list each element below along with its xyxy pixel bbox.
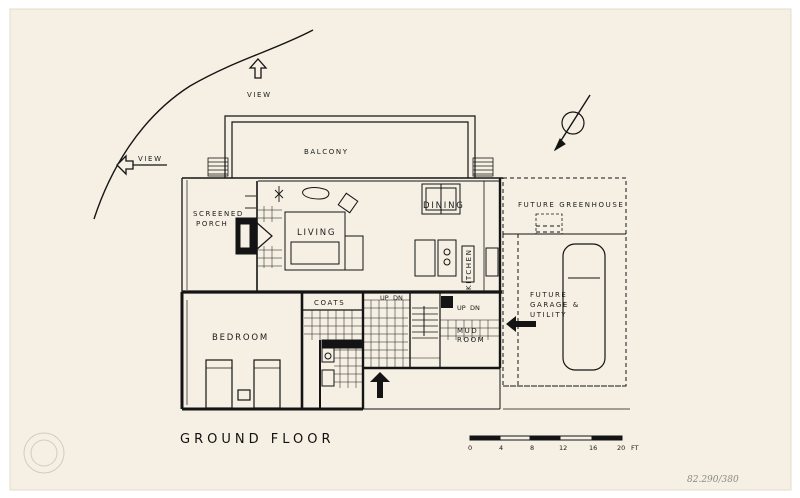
greenhouse-bench bbox=[535, 213, 563, 235]
entry-arrow-south bbox=[370, 372, 390, 398]
scale-tick-12: 12 bbox=[559, 444, 567, 452]
balcony bbox=[224, 115, 476, 178]
screened-porch-label: SCREENED bbox=[193, 210, 244, 218]
porch-tile-grid bbox=[258, 206, 282, 268]
scale-tick-20: 20 bbox=[617, 444, 625, 452]
kitchen-counters bbox=[414, 239, 499, 283]
balcony-label: BALCONY bbox=[304, 148, 349, 156]
balcony-stair-left bbox=[207, 157, 229, 177]
bedroom-beds bbox=[205, 359, 281, 409]
scale-tick-8: 8 bbox=[530, 444, 534, 452]
future-additions bbox=[502, 177, 627, 387]
bath-fixtures bbox=[321, 339, 363, 387]
future-garage-label-2: GARAGE & bbox=[530, 301, 580, 309]
mud-room-label-1: MUD bbox=[457, 327, 478, 335]
future-greenhouse-label: FUTURE GREENHOUSE bbox=[518, 201, 624, 209]
balcony-stair-right bbox=[472, 157, 494, 177]
mud-room-label-2: ROOM bbox=[457, 336, 485, 344]
stair-block bbox=[441, 296, 453, 308]
kitchen-label: KITCHEN bbox=[465, 248, 473, 290]
dining-label: DINING bbox=[423, 201, 465, 211]
archive-stamp bbox=[23, 432, 65, 474]
bath-tile-grid bbox=[334, 342, 362, 388]
hall-tile-grid bbox=[304, 299, 500, 368]
entry-arrow-east bbox=[506, 316, 536, 332]
coats-label: COATS bbox=[314, 299, 345, 307]
view-arrow-north bbox=[248, 58, 268, 79]
scale-tick-0: 0 bbox=[468, 444, 472, 452]
screened-porch-label-2: PORCH bbox=[196, 220, 228, 228]
scale-bar bbox=[469, 435, 623, 441]
stair-label-dn-2: DN bbox=[470, 304, 480, 312]
view-arrow-west bbox=[116, 154, 167, 176]
site-contour bbox=[93, 29, 314, 220]
plan-title: GROUND FLOOR bbox=[180, 432, 334, 447]
scale-unit: FT bbox=[631, 444, 639, 452]
future-garage-label-3: UTILITY bbox=[530, 311, 567, 319]
house-walls bbox=[180, 177, 503, 411]
bedroom-label: BEDROOM bbox=[212, 333, 269, 343]
view-label-left: VIEW bbox=[138, 155, 163, 163]
porch-furniture bbox=[245, 195, 256, 209]
dining-table bbox=[421, 183, 461, 215]
scale-tick-4: 4 bbox=[499, 444, 503, 452]
reference-number: 82.290/380 bbox=[687, 475, 739, 485]
paper bbox=[9, 8, 792, 491]
living-label: LIVING bbox=[297, 228, 336, 238]
living-furniture bbox=[274, 186, 364, 271]
scale-tick-16: 16 bbox=[589, 444, 597, 452]
fireplace bbox=[235, 217, 273, 255]
stair-label-dn-1: DN bbox=[393, 294, 403, 302]
stair-label-up-1: UP bbox=[380, 294, 389, 302]
view-label-top: VIEW bbox=[247, 91, 272, 99]
north-arrow bbox=[553, 94, 591, 152]
car-outline bbox=[562, 243, 606, 371]
main-stair bbox=[412, 306, 438, 339]
stair-label-up-2: UP bbox=[457, 304, 466, 312]
future-garage-label-1: FUTURE bbox=[530, 291, 567, 299]
